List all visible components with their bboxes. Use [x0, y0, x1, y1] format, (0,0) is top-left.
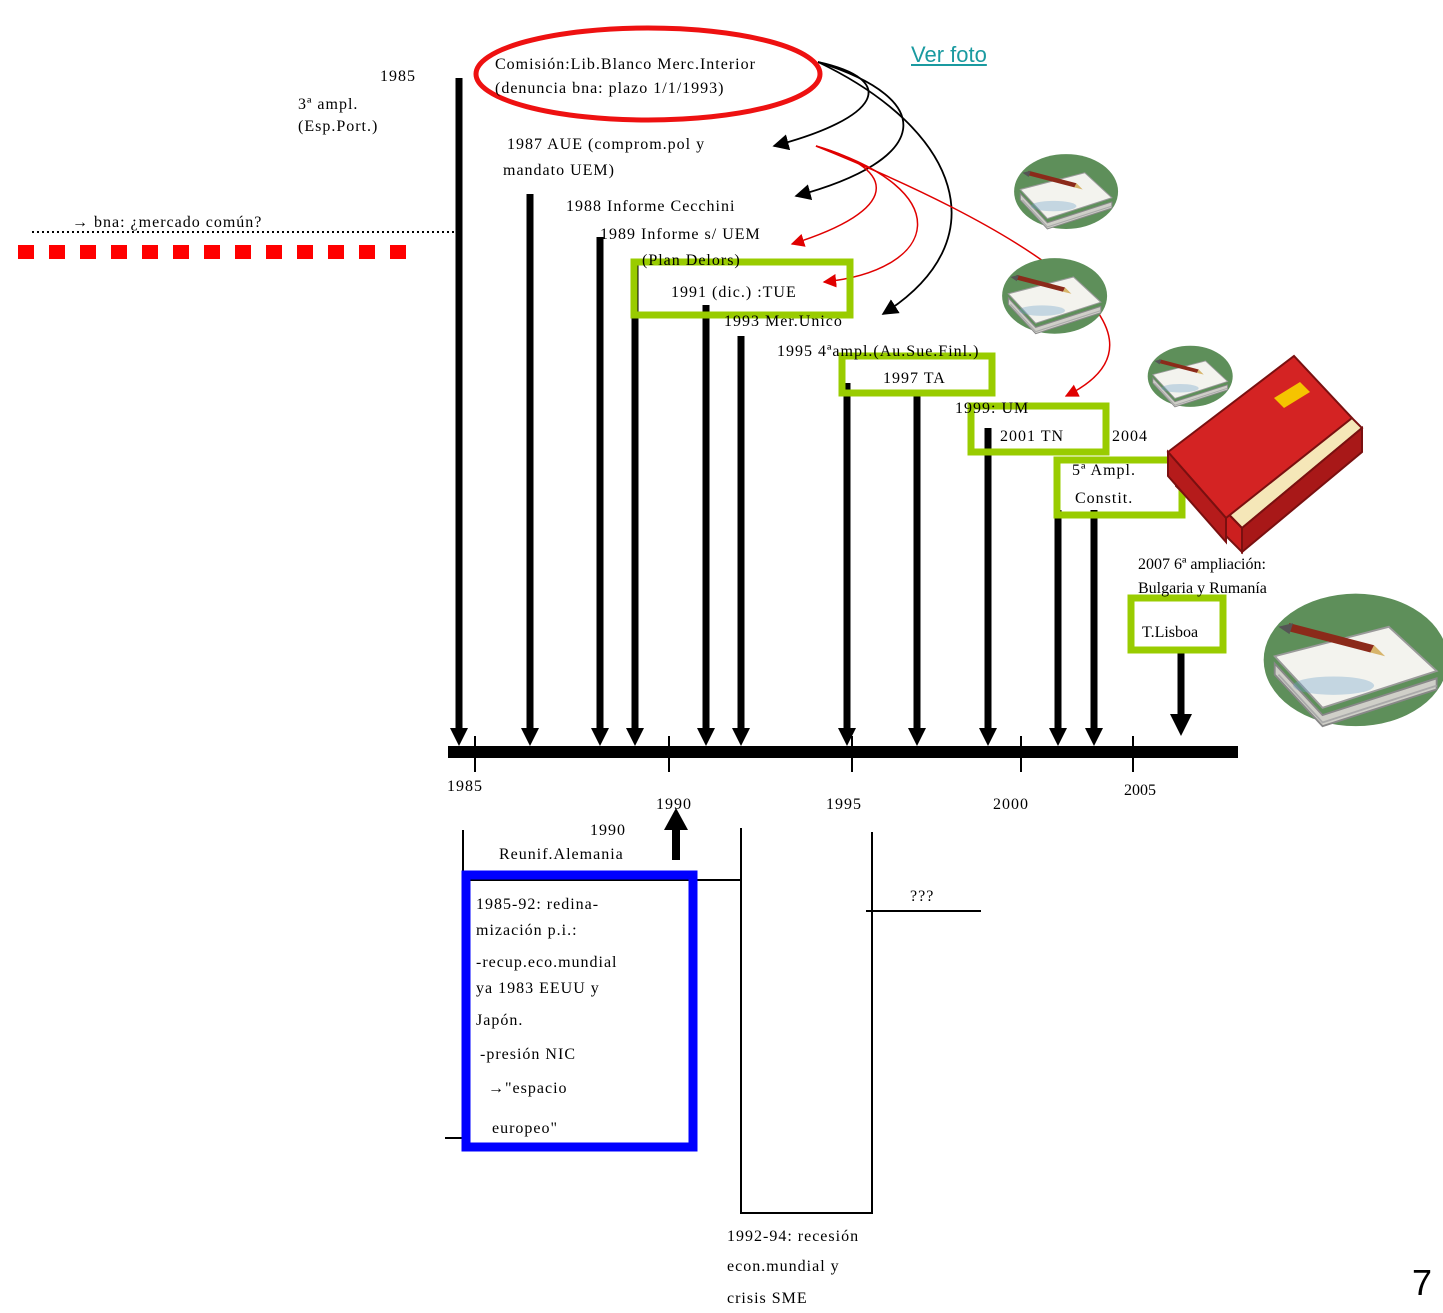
page-number: 7 [1412, 1262, 1433, 1303]
aue-label: 1987 AUE (comprom.pol y [507, 136, 706, 153]
note-line: →"espacio [488, 1080, 568, 1097]
red-book-icon [1166, 354, 1364, 555]
constitution-label: Constit. [1075, 490, 1134, 507]
common-market-question: → bna: ¿mercado común? [72, 214, 263, 231]
notepad-pen-icon [1262, 592, 1443, 728]
comision-label: Comisión:Lib.Blanco Merc.Interior [495, 56, 756, 73]
axis-tick-label: 1995 [826, 796, 862, 813]
aue-subtitle: mandato UEM) [503, 162, 615, 179]
ta-label: 1997 TA [883, 370, 946, 387]
axis-tick-marks [474, 736, 1134, 772]
cecchini-label: 1988 Informe Cecchini [566, 198, 736, 215]
note-line: -presión NIC [480, 1046, 576, 1063]
recession-line: crisis SME [727, 1290, 808, 1307]
note-line: Japón. [476, 1012, 524, 1029]
blue-highlight-box [461, 870, 698, 1152]
note-line: 1985-92: redina- [476, 896, 600, 913]
note-line: mización p.i.: [476, 922, 578, 939]
lisbon-treaty-label: T.Lisboa [1142, 624, 1199, 641]
recession-line: econ.mundial y [727, 1258, 840, 1275]
reunification-arrow [664, 808, 688, 860]
ver-foto-link[interactable]: Ver foto [911, 42, 987, 67]
fifth-enlargement-label: 5ª Ampl. [1072, 462, 1136, 479]
note-line: ya 1983 EEUU y [476, 980, 600, 997]
event-arrows [450, 78, 1192, 746]
economic-cycle-line [445, 828, 981, 1214]
left-ampl-countries: (Esp.Port.) [298, 118, 379, 135]
delors-plan-label: (Plan Delors) [642, 252, 741, 269]
single-market-label: 1993 Mer.Unico [724, 313, 843, 330]
fourth-enlargement-label: 1995 4ªampl.(Au.Sue.Finl.) [777, 343, 980, 360]
left-year-label: 1985 [380, 68, 416, 85]
unknown-future-label: ??? [910, 888, 935, 905]
reunification-label: Reunif.Alemania [499, 846, 624, 863]
axis-tick-label: 1990 [656, 796, 692, 813]
um-label: 1999: UM [955, 400, 1030, 417]
tue-label: 1991 (dic.) :TUE [671, 284, 797, 301]
sixth-enlargement-label: 2007 6ª ampliación: [1138, 556, 1266, 573]
left-ampl-label: 3ª ampl. [298, 96, 359, 113]
comision-black-arrows [772, 61, 953, 315]
reunification-year: 1990 [590, 822, 626, 839]
note-line: europeo" [492, 1120, 559, 1137]
tn-label: 2001 TN [1000, 428, 1065, 445]
green-highlight-boxes [630, 258, 1227, 654]
sixth-enlargement-countries: Bulgaria y Rumanía [1138, 580, 1267, 597]
notepad-pen-icon [1013, 153, 1119, 230]
axis-tick-label: 2005 [1124, 782, 1156, 799]
notepad-pen-icon [1147, 345, 1234, 408]
notepad-pen-icon [1001, 257, 1108, 335]
recession-line: 1992-94: recesión [727, 1228, 860, 1245]
comision-highlight-ellipse [473, 25, 823, 123]
uem-report-label: 1989 Informe s/ UEM [600, 226, 761, 243]
comision-subtitle: (denuncia bna: plazo 1/1/1993) [495, 80, 725, 97]
year-2004-label: 2004 [1112, 428, 1148, 445]
axis-tick-label: 1985 [447, 778, 483, 795]
note-line: -recup.eco.mundial [476, 954, 618, 971]
axis-tick-label: 2000 [993, 796, 1029, 813]
